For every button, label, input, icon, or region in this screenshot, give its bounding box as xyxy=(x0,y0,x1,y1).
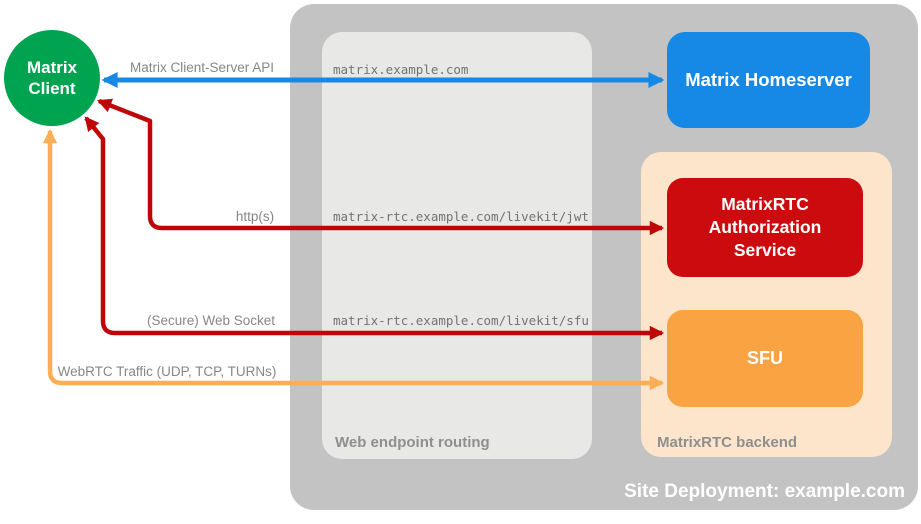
webrtc-traffic-arrow-label: WebRTC Traffic (UDP, TCP, TURNs) xyxy=(57,364,277,379)
client-server-api-arrow-label: Matrix Client-Server API xyxy=(129,60,275,75)
route-livekit-jwt: matrix-rtc.example.com/livekit/jwt xyxy=(333,209,589,224)
websocket-arrow-label: (Secure) Web Socket xyxy=(146,313,276,328)
matrix-client-node: Matrix Client xyxy=(4,30,100,126)
matrixrtc-backend-label: MatrixRTC backend xyxy=(657,434,798,451)
matrix-homeserver-node: Matrix Homeserver xyxy=(667,32,870,128)
matrixrtc-authorization-service-node: MatrixRTC Authorization Service xyxy=(667,178,863,277)
site-deployment-label: Site Deployment: example.com xyxy=(624,481,905,502)
web-endpoint-routing-panel xyxy=(322,32,592,459)
web-endpoint-routing-label: Web endpoint routing xyxy=(335,434,490,451)
route-livekit-sfu: matrix-rtc.example.com/livekit/sfu xyxy=(333,313,589,328)
https-arrow-label: http(s) xyxy=(235,209,275,224)
route-matrix-example-com: matrix.example.com xyxy=(333,62,469,77)
sfu-node: SFU xyxy=(667,310,863,407)
